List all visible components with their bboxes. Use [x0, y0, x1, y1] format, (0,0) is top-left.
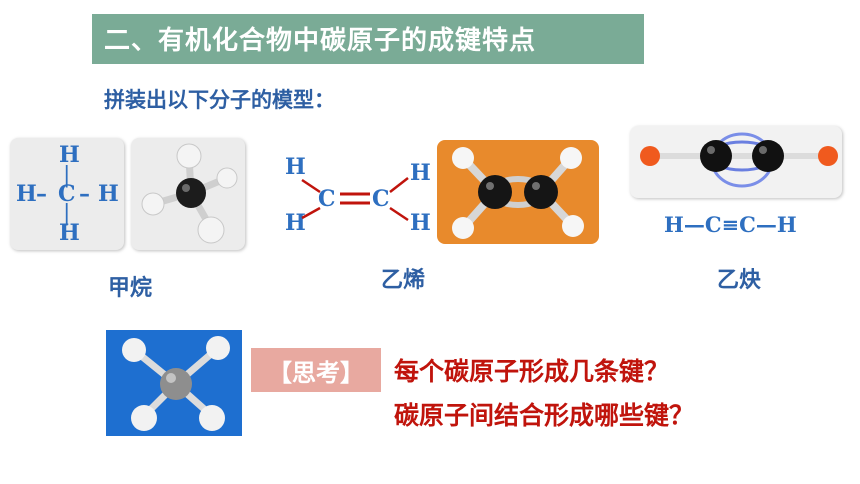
- ethylene-structural-formula: H H C C H H: [280, 150, 440, 240]
- think-tag: 【思考】: [251, 348, 381, 392]
- ethylene-atom-c-right: C: [372, 186, 390, 212]
- ethylene-atom-c-left: C: [318, 186, 336, 212]
- methane-model-illustration: [141, 143, 238, 244]
- methane-atom-h-bottom: H: [59, 220, 80, 246]
- methane-atom-c: C: [58, 181, 76, 207]
- methane-ball-model: [131, 138, 245, 250]
- methane-bond-left: –: [36, 181, 47, 207]
- methane-structural-formula: H | H – C – H | H: [10, 138, 124, 250]
- ethylene-ball-model: [437, 140, 599, 244]
- question-2: 碳原子间结合形成哪些键？: [394, 401, 695, 430]
- ethylene-model-illustration: [452, 147, 584, 239]
- title-bar: [92, 14, 644, 64]
- ethylene-atom-h-br: H: [410, 210, 431, 236]
- ethylene-atom-h-bl: H: [285, 210, 306, 236]
- acetylene-label: 乙炔: [717, 268, 762, 293]
- ethylene-label: 乙烯: [381, 268, 426, 293]
- instruction-text: 拼装出以下分子的模型：: [104, 88, 335, 112]
- methane-bond-right: –: [79, 181, 90, 207]
- methane-3d-model: [106, 330, 242, 436]
- question-1: 每个碳原子形成几条键？: [394, 357, 670, 386]
- ethylene-atom-h-tl: H: [285, 154, 306, 180]
- ethylene-bonds: [301, 177, 409, 222]
- acetylene-model-illustration: [640, 132, 838, 188]
- ethylene-atom-h-tr: H: [410, 160, 431, 186]
- section-title: 二、有机化合物中碳原子的成键特点: [104, 26, 537, 56]
- methane-label: 甲烷: [108, 276, 153, 301]
- methane-bond-bottom: |: [63, 201, 71, 226]
- methane-bond-top: |: [63, 163, 71, 188]
- acetylene-formula: H—C≡C—H: [664, 212, 797, 237]
- acetylene-ball-model: [630, 126, 842, 198]
- methane-atom-h-top: H: [59, 142, 80, 168]
- methane-atom-h-left: H: [16, 181, 37, 207]
- methane-3d-illustration: [122, 336, 230, 431]
- methane-atom-h-right: H: [98, 181, 119, 207]
